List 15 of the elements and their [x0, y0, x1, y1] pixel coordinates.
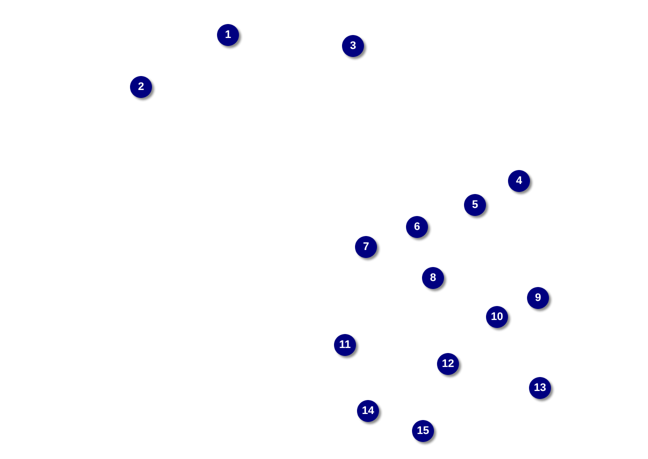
callout-number: 4 [508, 170, 530, 192]
callout-number: 12 [437, 353, 459, 375]
callout-number: 10 [486, 306, 508, 328]
callout-number: 6 [406, 216, 428, 238]
callout-number: 15 [412, 420, 434, 442]
callout-number: 14 [357, 400, 379, 422]
callout-number: 5 [464, 194, 486, 216]
callout-number: 13 [529, 377, 551, 399]
callout-number: 11 [334, 334, 356, 356]
callout-number: 9 [527, 287, 549, 309]
callout-number: 7 [355, 236, 377, 258]
callout-number: 1 [217, 24, 239, 46]
callout-number: 2 [130, 76, 152, 98]
callout-number: 3 [342, 35, 364, 57]
callout-number: 8 [422, 267, 444, 289]
